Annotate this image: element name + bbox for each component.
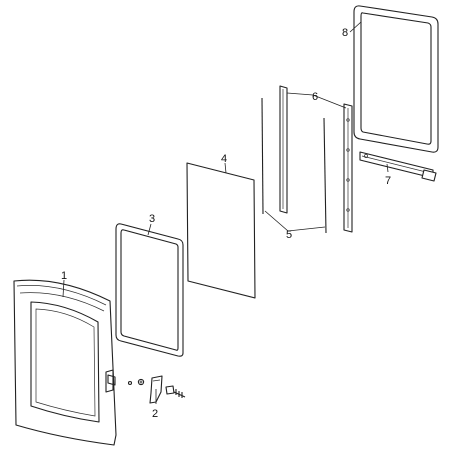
callout-7: 7 <box>385 175 391 187</box>
part-8-rear-frame <box>353 5 439 153</box>
callout-2: 2 <box>152 408 158 420</box>
part-6-side-rails <box>279 85 353 233</box>
callout-1: 1 <box>61 270 67 282</box>
part-1-front-door <box>13 279 117 446</box>
part-2-hinge-hardware <box>127 375 186 404</box>
callout-4: 4 <box>221 153 227 165</box>
callout-5: 5 <box>286 229 292 241</box>
callout-3: 3 <box>149 213 155 225</box>
callout-8: 8 <box>342 27 348 39</box>
part-4-glass-panel <box>186 162 256 299</box>
part-3-inner-frame <box>115 223 184 357</box>
leader-lines <box>62 21 389 404</box>
part-7-hinge-bracket <box>359 151 437 182</box>
callout-6: 6 <box>312 91 318 103</box>
part-5-rods <box>261 97 327 234</box>
